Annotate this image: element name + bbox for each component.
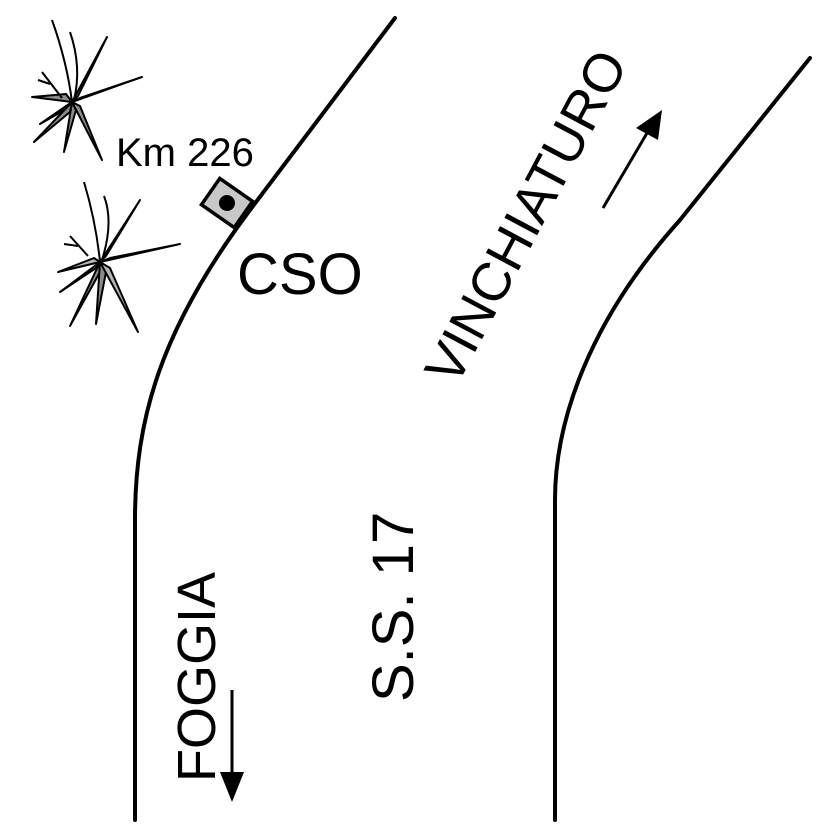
road-edge-west	[133, 16, 397, 822]
road-name-label: S.S. 17	[361, 512, 426, 702]
arrow-northeast-icon	[601, 110, 662, 209]
km-label: Km 226	[116, 131, 254, 175]
destination-north-label: VINCHIATURO	[414, 41, 640, 394]
destination-south-label: FOGGIA	[167, 572, 227, 782]
agave-plant-icon	[31, 19, 143, 161]
arrow-down-icon	[220, 690, 244, 802]
agave-plant-icon	[57, 181, 181, 333]
station-label: CSO	[237, 242, 363, 307]
square-station-marker-icon	[199, 175, 255, 231]
road-edge-east	[553, 56, 812, 822]
